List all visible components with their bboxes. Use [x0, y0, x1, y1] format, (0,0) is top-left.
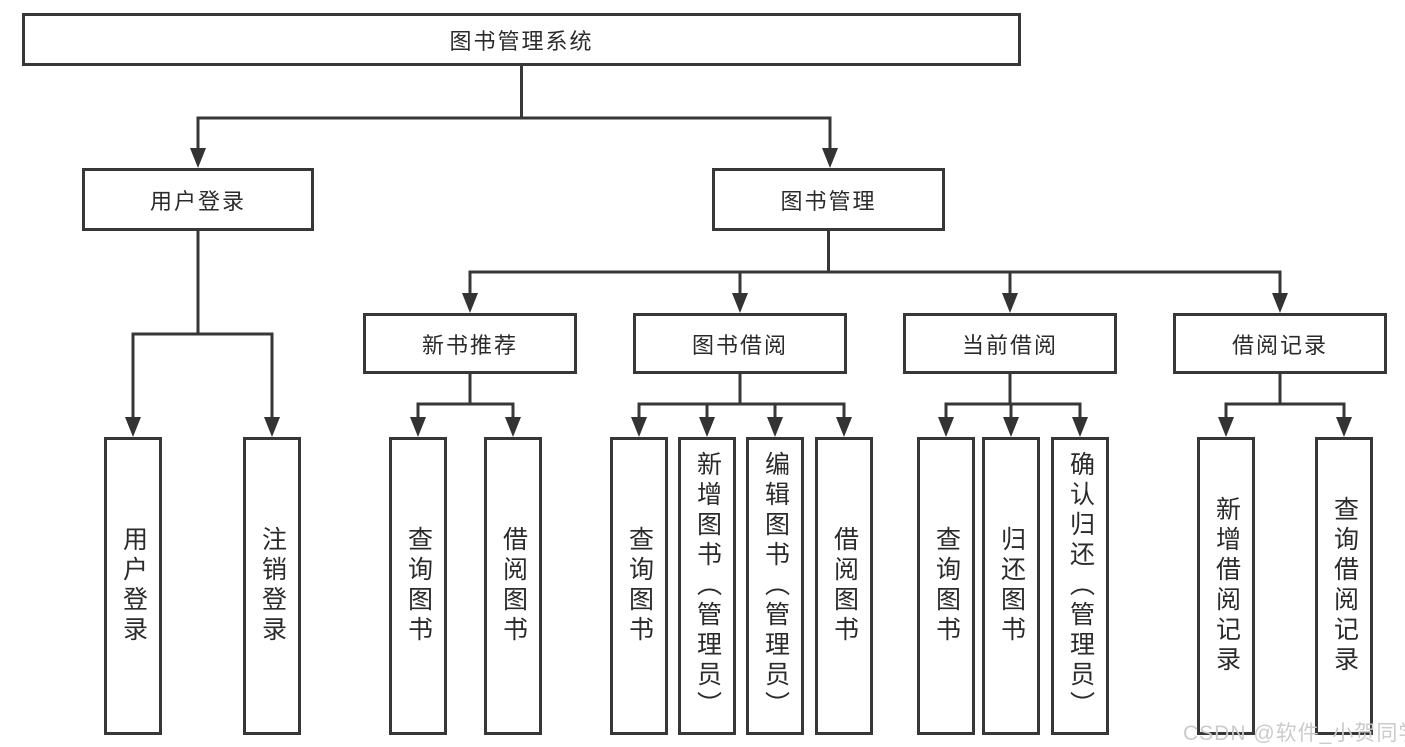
node-borrow-records-label: 借阅记录 [1231, 332, 1328, 358]
leaf-logout-label: 注销登录 [258, 526, 287, 646]
leaf-rec-borrow-books-label: 借阅图书 [499, 526, 528, 646]
leaf-records-query-record-label: 查询借阅记录 [1330, 496, 1359, 676]
leaf-borrow-edit-books-admin: 编辑图书（管理员） [746, 437, 804, 735]
connector-bookmgmt-to-level3 [468, 231, 1282, 295]
arrowheads-leaves [125, 417, 1352, 437]
leaf-rec-query-books-label: 查询图书 [404, 526, 433, 646]
leaf-borrow-edit-books-admin-label: 编辑图书（管理员） [761, 451, 790, 721]
leaf-rec-borrow-books: 借阅图书 [484, 437, 542, 735]
leaf-current-query-books-label: 查询图书 [932, 526, 961, 646]
csdn-watermark: CSDN @软件_小贺同学 [1183, 722, 1405, 745]
connector-borrowrecords-to-leaves [1224, 374, 1346, 419]
arrowheads-level2 [190, 148, 838, 168]
node-new-book-recommend: 新书推荐 [363, 313, 577, 374]
arrowheads-level3 [462, 293, 1288, 313]
node-book-borrow-label: 图书借阅 [691, 332, 788, 358]
leaf-borrow-add-books-admin-label: 新增图书（管理员） [693, 451, 722, 721]
leaf-borrow-add-books-admin: 新增图书（管理员） [678, 437, 736, 735]
leaf-current-return-books-label: 归还图书 [997, 526, 1026, 646]
leaf-logout: 注销登录 [243, 437, 301, 735]
connector-currentborrow-to-leaves [944, 374, 1082, 419]
node-book-borrow: 图书借阅 [633, 313, 847, 374]
leaf-records-query-record: 查询借阅记录 [1315, 437, 1373, 735]
leaf-borrow-query-books-label: 查询图书 [625, 526, 654, 646]
connector-userlogin-to-leaves [131, 231, 274, 419]
node-user-login-label: 用户登录 [149, 188, 246, 214]
leaf-rec-query-books: 查询图书 [389, 437, 447, 735]
connector-bookborrow-to-leaves [637, 374, 846, 419]
node-current-borrow-label: 当前借阅 [961, 332, 1058, 358]
node-current-borrow: 当前借阅 [903, 313, 1117, 374]
leaf-current-return-books: 归还图书 [982, 437, 1040, 735]
node-root: 图书管理系统 [22, 13, 1021, 66]
connector-newbookrec-to-leaves [416, 374, 515, 419]
node-user-login: 用户登录 [82, 168, 314, 231]
leaf-borrow-borrow-books: 借阅图书 [815, 437, 873, 735]
leaf-records-add-record-label: 新增借阅记录 [1212, 496, 1241, 676]
leaf-current-query-books: 查询图书 [917, 437, 975, 735]
leaf-borrow-borrow-books-label: 借阅图书 [830, 526, 859, 646]
node-new-book-recommend-label: 新书推荐 [421, 332, 518, 358]
leaf-current-confirm-return-admin-label: 确认归还（管理员） [1066, 451, 1095, 721]
leaf-current-confirm-return-admin: 确认归还（管理员） [1051, 437, 1109, 735]
leaf-user-login: 用户登录 [104, 437, 162, 735]
leaf-user-login-label: 用户登录 [119, 526, 148, 646]
node-book-management-label: 图书管理 [780, 188, 877, 214]
leaf-records-add-record: 新增借阅记录 [1197, 437, 1255, 735]
node-root-label: 图书管理系统 [449, 28, 594, 54]
connector-root-to-level2 [196, 66, 832, 150]
leaf-borrow-query-books: 查询图书 [610, 437, 668, 735]
node-borrow-records: 借阅记录 [1173, 313, 1387, 374]
node-book-management: 图书管理 [712, 168, 945, 231]
